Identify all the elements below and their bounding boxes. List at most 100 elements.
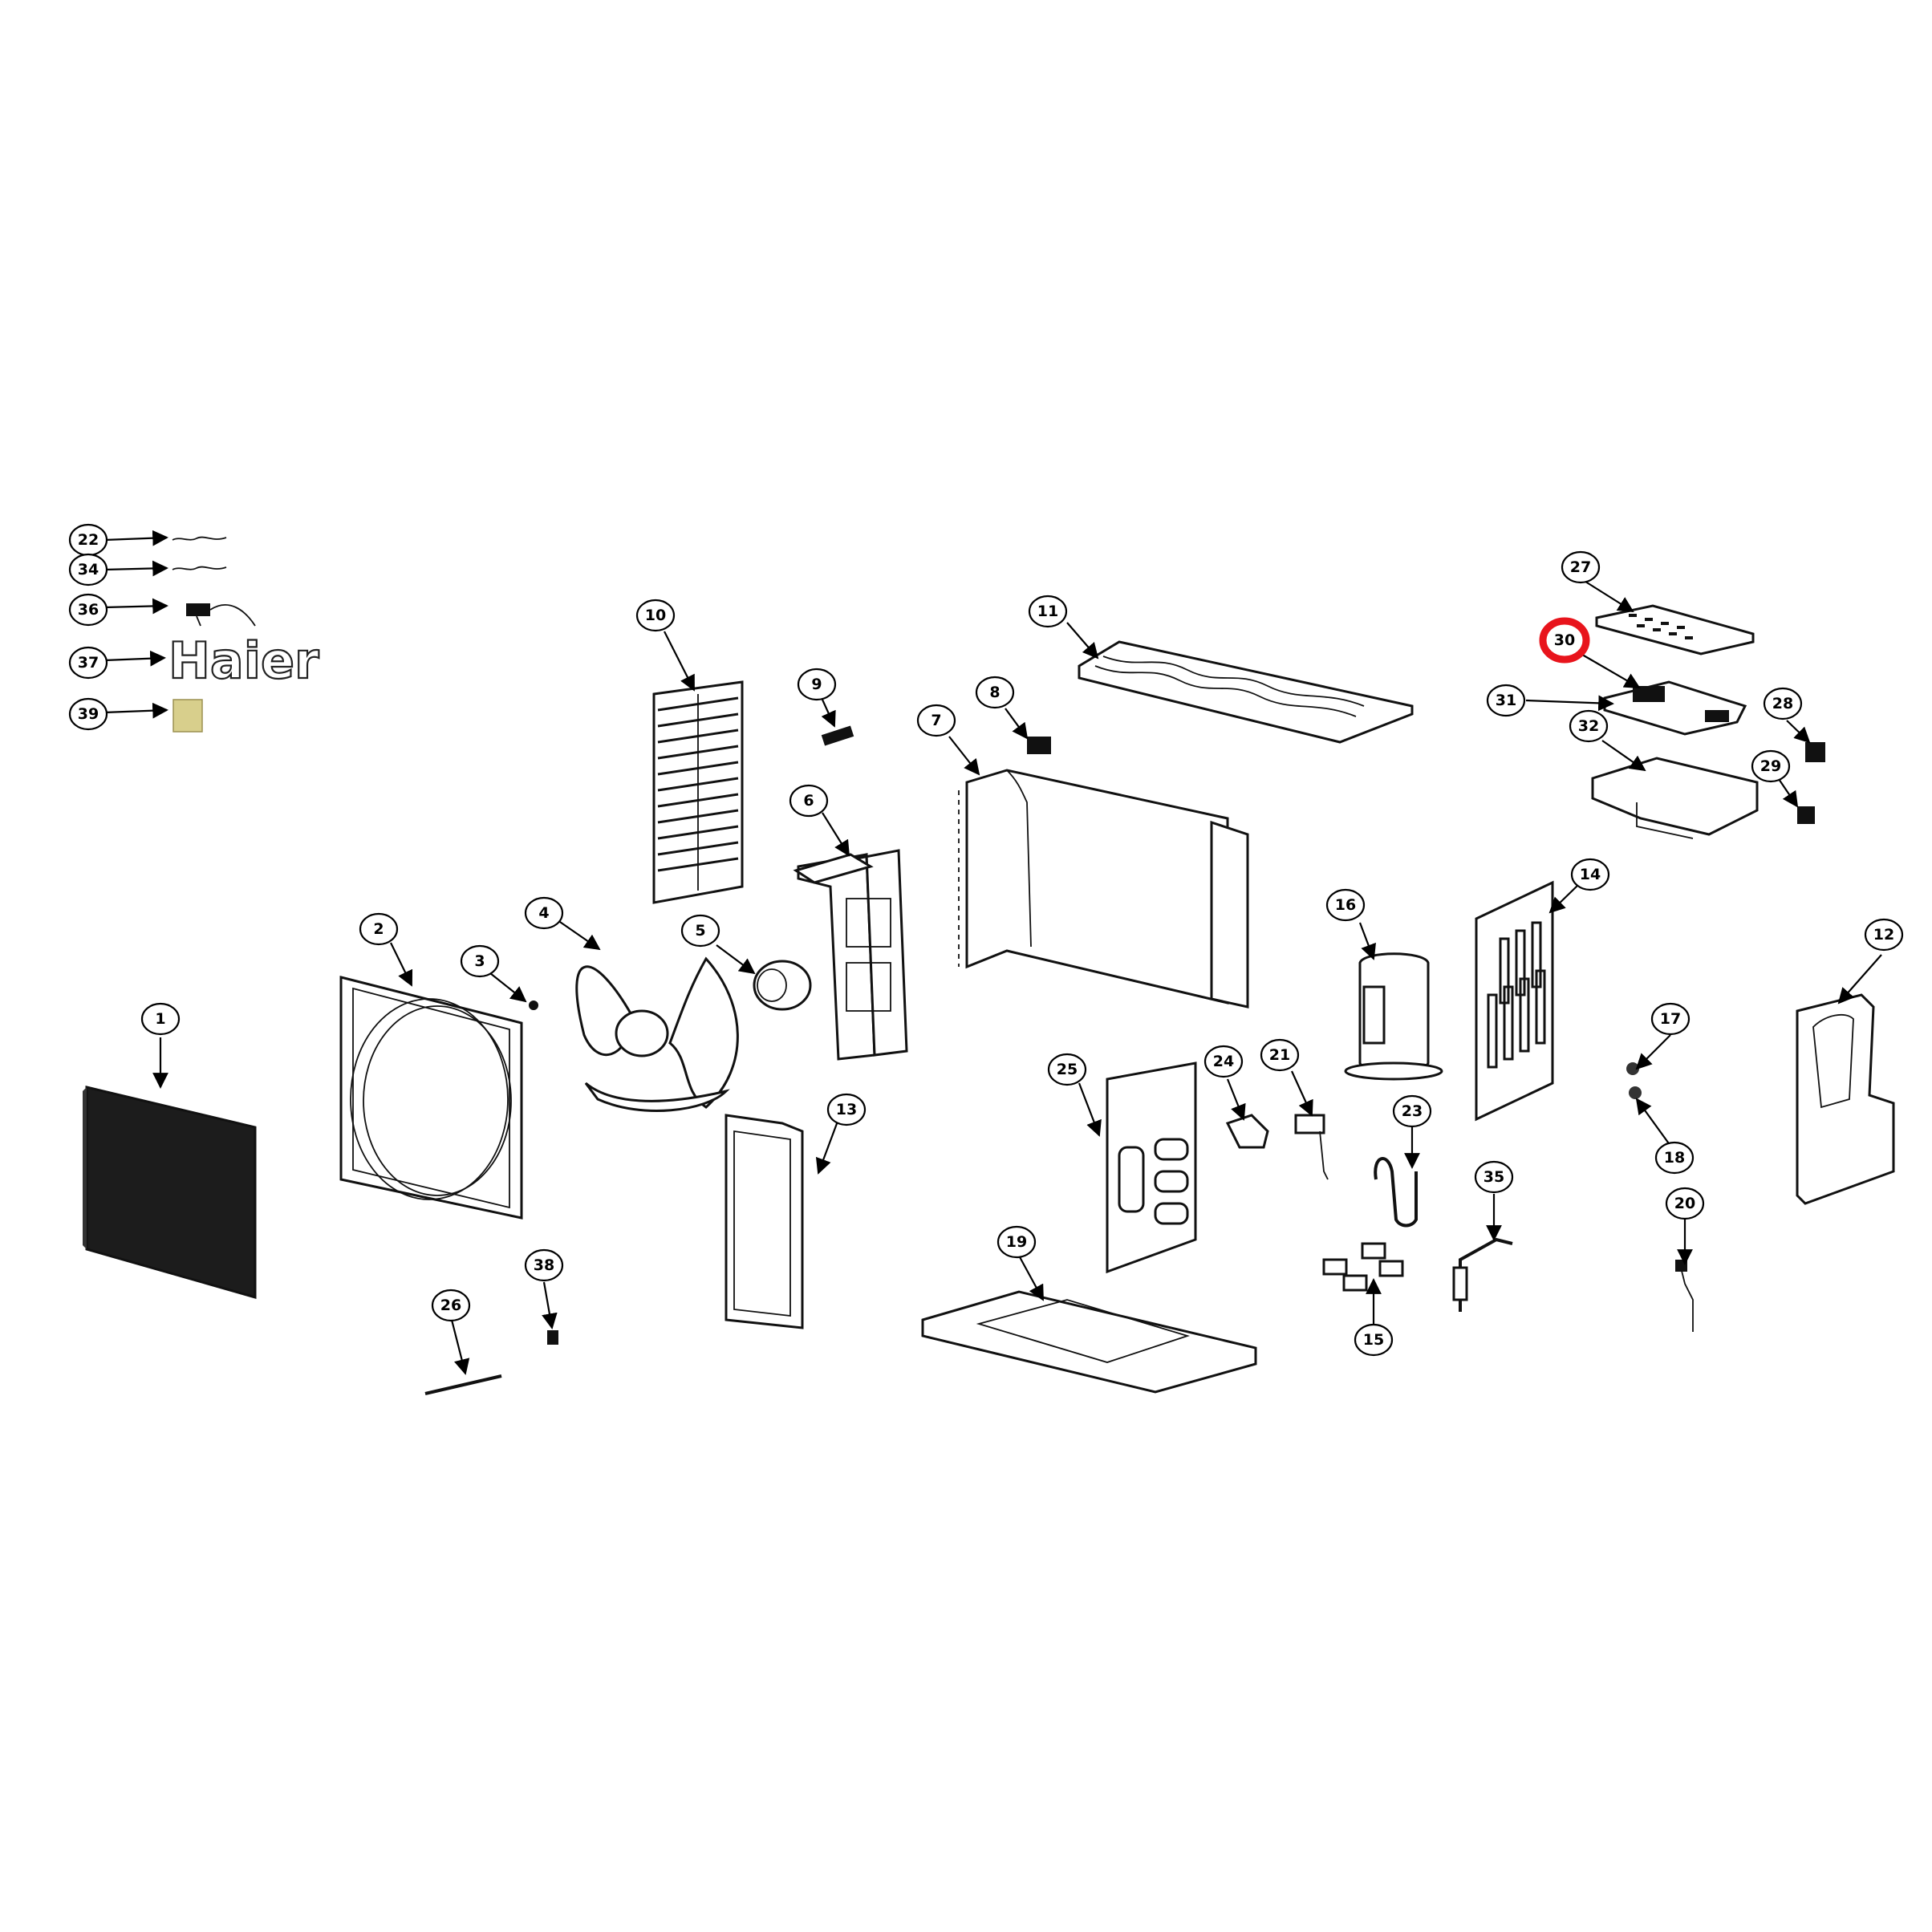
part-20-sensor: [1675, 1260, 1694, 1332]
part-4-fan-blade: [575, 956, 739, 1112]
part-39-label: [172, 699, 203, 733]
callout-27: 27: [1561, 550, 1601, 584]
callout-4: 4: [524, 896, 564, 930]
callout-17: 17: [1650, 1002, 1690, 1036]
part-7-condenser-coil: [958, 769, 1249, 1009]
part-29-module: [1797, 806, 1815, 824]
callout-7: 7: [916, 704, 956, 737]
callout-11: 11: [1028, 595, 1068, 628]
svg-text:15: 15: [1363, 1331, 1384, 1349]
callout-19: 19: [996, 1225, 1037, 1259]
callout-20: 20: [1665, 1187, 1705, 1220]
callout-9: 9: [797, 668, 837, 701]
callout-1: 1: [140, 1002, 181, 1036]
part-19-base-pan: [921, 1290, 1257, 1394]
callout-18: 18: [1654, 1141, 1695, 1175]
svg-text:35: 35: [1484, 1168, 1504, 1186]
svg-text:22: 22: [78, 531, 99, 549]
callout-37: 37: [68, 646, 108, 680]
callout-16: 16: [1325, 888, 1366, 922]
part-36-sensor-assembly: [186, 603, 256, 627]
part-23-u-tube: [1374, 1157, 1418, 1228]
callout-6: 6: [789, 784, 829, 818]
part-38-fastener: [547, 1330, 558, 1345]
svg-text:12: 12: [1873, 926, 1894, 944]
callout-10: 10: [635, 599, 676, 632]
svg-text:16: 16: [1335, 896, 1356, 914]
part-14-right-panel: [1475, 880, 1554, 1122]
part-26-wiring: [424, 1374, 502, 1395]
callout-23: 23: [1392, 1094, 1432, 1128]
part-2-shroud: [339, 976, 523, 1220]
svg-text:29: 29: [1760, 757, 1781, 775]
svg-text:36: 36: [78, 601, 99, 619]
svg-text:2: 2: [373, 920, 384, 938]
part-25-valve-panel: [1106, 1061, 1197, 1274]
svg-text:8: 8: [989, 684, 1000, 701]
part-15-rubber-feet: [1322, 1242, 1404, 1292]
part-21-valve: [1294, 1114, 1329, 1180]
callout-29: 29: [1751, 749, 1791, 783]
part-1-front-grille: [83, 1086, 257, 1299]
svg-text:20: 20: [1674, 1195, 1695, 1212]
callout-34: 34: [68, 553, 108, 586]
svg-text:39: 39: [78, 705, 99, 723]
svg-text:6: 6: [803, 792, 814, 810]
callout-22: 22: [68, 523, 108, 557]
callout-8: 8: [975, 676, 1015, 709]
svg-text:32: 32: [1578, 717, 1599, 735]
callout-12: 12: [1864, 918, 1904, 952]
callout-35: 35: [1474, 1160, 1514, 1194]
part-9-fitting: [821, 725, 854, 746]
callout-13: 13: [826, 1093, 867, 1126]
part-16-compressor: [1344, 952, 1443, 1081]
svg-text:26: 26: [440, 1297, 461, 1314]
svg-text:37: 37: [78, 654, 99, 672]
svg-text:17: 17: [1660, 1010, 1681, 1028]
part-32-ebox: [1591, 757, 1759, 839]
svg-text:31: 31: [1496, 692, 1516, 709]
part-13-partition: [724, 1114, 804, 1329]
callout-30-highlighted: 30: [1539, 617, 1590, 664]
part-10-rear-grille: [652, 680, 744, 904]
callout-36: 36: [68, 593, 108, 627]
part-12-side-cover: [1796, 993, 1895, 1205]
svg-text:19: 19: [1006, 1233, 1027, 1251]
leader-lines: [104, 530, 1882, 1375]
callout-28: 28: [1763, 687, 1803, 720]
svg-text:24: 24: [1213, 1053, 1234, 1070]
callout-38: 38: [524, 1248, 564, 1282]
part-24-reactor: [1225, 1114, 1269, 1149]
svg-text:30: 30: [1554, 631, 1575, 649]
callout-24: 24: [1203, 1045, 1244, 1078]
callout-2: 2: [359, 912, 399, 946]
part-22-wire: [172, 536, 227, 541]
callout-21: 21: [1260, 1038, 1300, 1072]
part-3-nut: [529, 1000, 538, 1010]
part-11-top-cover: [1078, 640, 1414, 744]
callout-14: 14: [1570, 858, 1610, 891]
logo-text: Haier: [168, 631, 319, 690]
svg-text:18: 18: [1664, 1149, 1685, 1167]
part-27-ebox-cover: [1595, 604, 1755, 656]
svg-text:1: 1: [155, 1010, 165, 1028]
svg-text:14: 14: [1580, 866, 1601, 883]
part-30-31-pcb: [1603, 680, 1747, 736]
callout-26: 26: [431, 1289, 471, 1322]
part-34-wire: [172, 566, 227, 570]
svg-text:38: 38: [534, 1256, 554, 1274]
callout-3: 3: [460, 944, 500, 978]
callout-32: 32: [1569, 709, 1609, 743]
svg-text:9: 9: [811, 676, 822, 693]
svg-text:27: 27: [1570, 558, 1591, 576]
svg-text:25: 25: [1057, 1061, 1078, 1078]
part-35-filter: [1452, 1237, 1513, 1312]
callout-5: 5: [680, 914, 720, 948]
callout-39: 39: [68, 697, 108, 731]
part-28-module: [1805, 742, 1825, 762]
svg-text:23: 23: [1402, 1102, 1423, 1120]
svg-text:13: 13: [836, 1101, 857, 1118]
svg-text:11: 11: [1037, 603, 1058, 620]
callout-25: 25: [1047, 1053, 1087, 1086]
